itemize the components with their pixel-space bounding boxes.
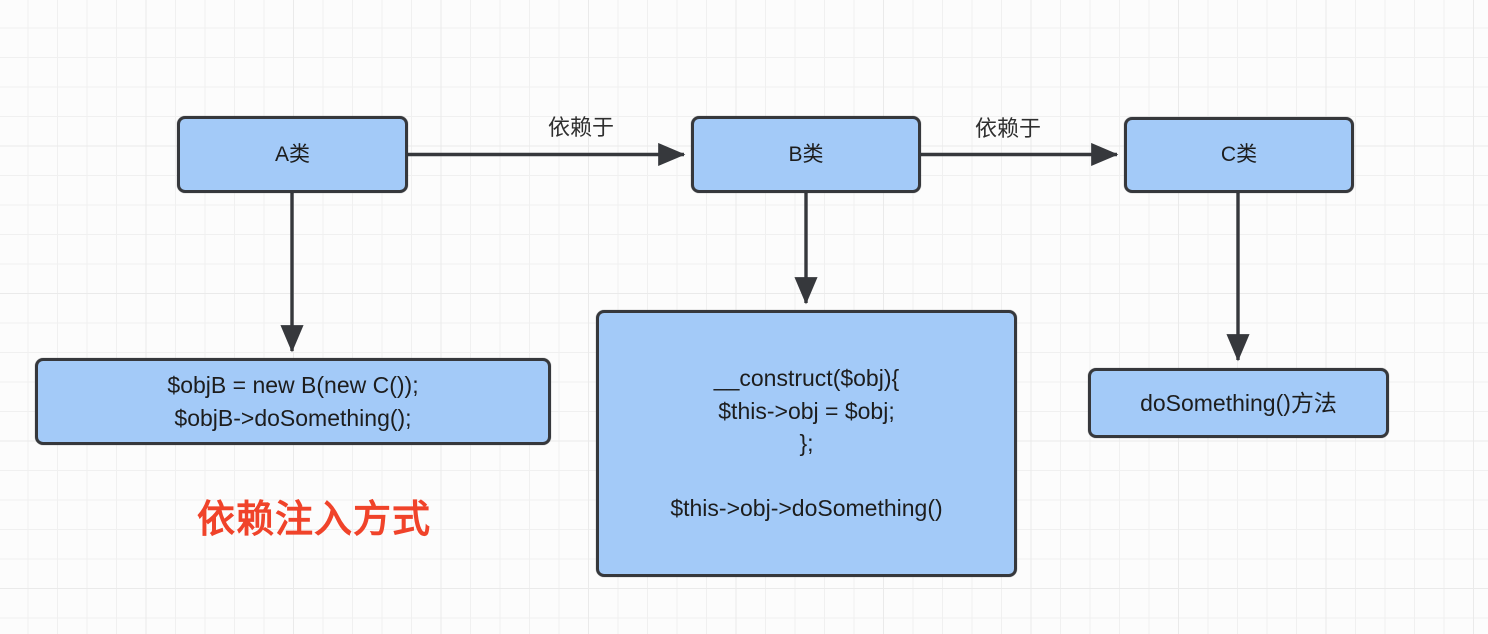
annotation-text: 依赖注入方式 [197, 499, 432, 541]
node-c-method-label: doSomething()方法 [1140, 389, 1337, 416]
node-class-b-label: B类 [788, 142, 824, 166]
node-usage-code-label: $objB = new B(new C()); $objB->doSomethi… [167, 371, 419, 431]
node-usage-code[interactable]: $objB = new B(new C()); $objB->doSomethi… [35, 358, 551, 445]
edge-label-b-to-c-text: 依赖于 [975, 116, 1042, 141]
node-class-b[interactable]: B类 [691, 116, 921, 193]
node-class-c-label: C类 [1220, 143, 1258, 167]
node-b-body-code[interactable]: __construct($obj){ $this->obj = $obj; };… [596, 310, 1017, 577]
node-class-a-label: A类 [274, 142, 310, 166]
node-c-method[interactable]: doSomething()方法 [1088, 368, 1389, 438]
edge-label-a-to-b: 依赖于 [548, 110, 614, 142]
node-class-a[interactable]: A类 [177, 116, 408, 193]
annotation-dependency-injection: 依赖注入方式 [197, 488, 431, 543]
edge-label-a-to-b-text: 依赖于 [548, 115, 615, 140]
node-class-c[interactable]: C类 [1124, 117, 1354, 193]
edge-label-b-to-c: 依赖于 [975, 111, 1041, 143]
node-b-body-code-label: __construct($obj){ $this->obj = $obj; };… [670, 364, 943, 522]
